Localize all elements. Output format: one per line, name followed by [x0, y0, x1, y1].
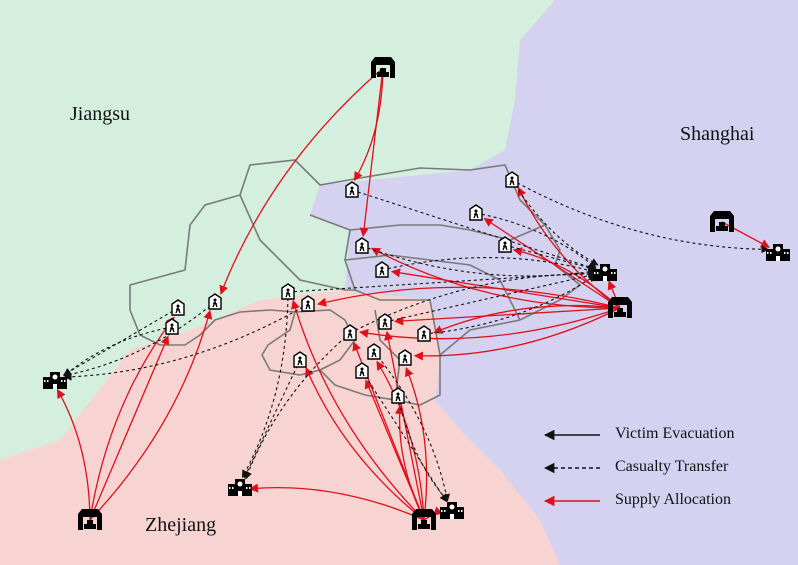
- casualty-transfer-arrow: [384, 271, 596, 323]
- casualty-transfer-arrow: [511, 179, 599, 266]
- victim-site-icon[interactable]: [417, 325, 431, 342]
- legend-supply-allocation: Supply Allocation: [615, 491, 731, 508]
- supply-allocation-arrow: [317, 286, 621, 309]
- hospital-icon[interactable]: [440, 502, 464, 519]
- supply-allocation-arrow: [512, 247, 621, 309]
- casualty-transfer-arrow: [361, 370, 448, 503]
- supply-allocation-arrow: [413, 307, 621, 361]
- warehouse-icon[interactable]: [371, 57, 395, 78]
- victim-site-icon[interactable]: [301, 295, 315, 312]
- victim-site-icon[interactable]: [367, 343, 381, 360]
- casualty-transfer-arrow: [361, 245, 596, 277]
- hospital-icon[interactable]: [593, 264, 617, 281]
- casualty-transfer-arrow: [63, 303, 309, 381]
- casualty-transfer-arrow: [397, 395, 449, 502]
- shanghai-region: [310, 0, 798, 565]
- casualty-transfer-arrow: [504, 244, 597, 272]
- victim-site-icon[interactable]: [505, 171, 519, 188]
- supply-allocation-arrow: [394, 404, 425, 521]
- casualty-transfer-arrow: [373, 351, 451, 502]
- supply-allocation-arrow: [405, 367, 428, 521]
- warehouse-icon[interactable]: [78, 509, 102, 530]
- victim-site-icon[interactable]: [293, 351, 307, 368]
- victim-site-icon[interactable]: [398, 349, 412, 366]
- warehouse-icon[interactable]: [608, 297, 632, 318]
- victim-site-icon[interactable]: [208, 293, 222, 310]
- hospital-icon[interactable]: [766, 244, 790, 261]
- victim-site-icon[interactable]: [355, 362, 369, 379]
- supply-allocation-arrow: [89, 335, 170, 521]
- victim-site-icon[interactable]: [498, 236, 512, 253]
- region-label-shanghai: Shanghai: [680, 123, 755, 145]
- hospital-icon[interactable]: [228, 479, 252, 496]
- casualty-transfer-arrow: [63, 301, 216, 379]
- supply-allocation-arrow: [376, 360, 425, 521]
- supply-allocation-arrow: [248, 483, 425, 521]
- victim-site-icon[interactable]: [391, 387, 405, 404]
- legend-casualty-transfer: Casualty Transfer: [615, 458, 729, 475]
- casualty-transfer-arrow: [63, 326, 173, 377]
- supply-allocation-arrow: [89, 309, 213, 521]
- supply-allocation-arrow: [305, 367, 425, 521]
- supply-allocation-arrow: [219, 67, 384, 295]
- supply-allocation-arrow: [370, 247, 621, 309]
- region-label-jiangsu: Jiangsu: [70, 103, 130, 125]
- victim-site-icon[interactable]: [345, 181, 359, 198]
- supply-allocation-arrow: [433, 304, 621, 334]
- supply-allocation-arrow: [291, 299, 425, 521]
- casualty-transfer-arrow: [511, 179, 770, 254]
- supply-allocation-arrow: [89, 316, 175, 521]
- casualty-transfer-arrow: [423, 274, 597, 335]
- warehouse-icon[interactable]: [710, 211, 734, 232]
- victim-site-icon[interactable]: [375, 261, 389, 278]
- victim-site-icon[interactable]: [469, 204, 483, 221]
- victim-site-icon[interactable]: [378, 313, 392, 330]
- supply-allocation-arrow: [517, 186, 621, 309]
- warehouse-icon[interactable]: [412, 509, 436, 530]
- legend-victim-evacuation: Victim Evacuation: [615, 425, 735, 442]
- victim-site-icon[interactable]: [171, 299, 185, 316]
- victim-site-icon[interactable]: [281, 283, 295, 300]
- victim-site-icon[interactable]: [355, 237, 369, 254]
- supply-allocation-arrow: [359, 67, 384, 237]
- region-label-zhejiang: Zhejiang: [145, 514, 217, 536]
- casualty-transfer-arrow: [243, 359, 301, 479]
- supply-allocation-arrow: [56, 388, 91, 521]
- victim-site-icon[interactable]: [343, 324, 357, 341]
- supply-allocation-arrow: [394, 307, 621, 326]
- casualty-transfer-arrow: [381, 257, 596, 274]
- supply-allocation-arrow: [384, 330, 425, 521]
- victim-site-icon[interactable]: [165, 318, 179, 335]
- supply-allocation-arrow: [607, 280, 621, 309]
- legend-arrows: [543, 429, 600, 507]
- casualty-transfer-arrow: [349, 270, 597, 334]
- casualty-transfer-arrow: [287, 269, 596, 293]
- hospital-icon[interactable]: [43, 372, 67, 389]
- casualty-transfer-arrow: [241, 291, 289, 478]
- casualty-transfer-arrow: [351, 189, 597, 271]
